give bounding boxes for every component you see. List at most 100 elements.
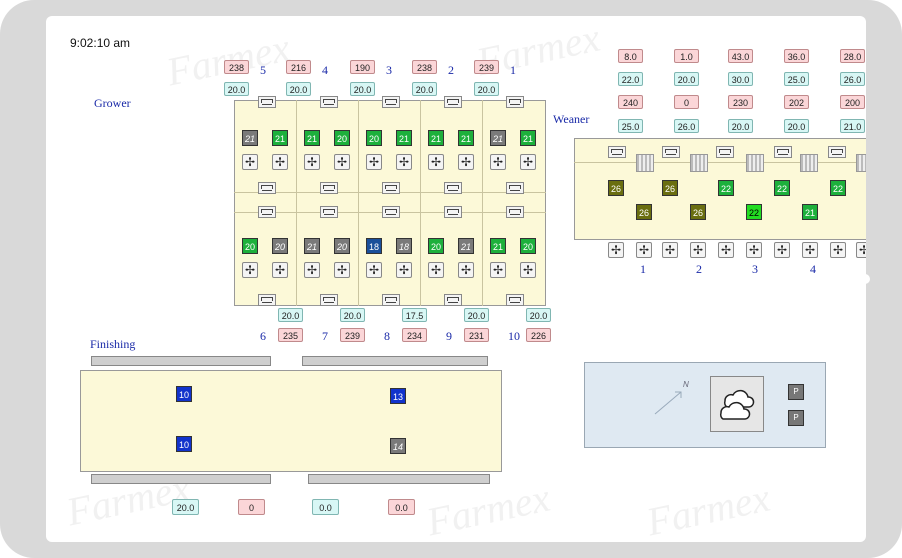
temp-sensor[interactable]: 26 (636, 204, 652, 220)
temp-sensor[interactable]: 26 (662, 180, 678, 196)
grower-cyan-value: 20.0 (278, 308, 303, 322)
fan-icon[interactable] (242, 154, 258, 170)
fan-icon[interactable] (490, 262, 506, 278)
heater-icon (800, 154, 818, 172)
fan-icon[interactable] (366, 262, 382, 278)
weather-panel (584, 362, 826, 448)
pen-divider (296, 100, 297, 306)
grower-room-number: 3 (386, 63, 392, 77)
fan-icon[interactable] (304, 262, 320, 278)
grower-room-number: 9 (446, 329, 452, 343)
fan-icon[interactable] (662, 242, 678, 258)
grower-room-number: 6 (260, 329, 266, 343)
fan-icon[interactable] (830, 242, 846, 258)
fan-icon[interactable] (746, 242, 762, 258)
temp-sensor[interactable]: 20 (520, 238, 536, 254)
finishing-value: 0.0 (312, 499, 339, 515)
finishing-value: 0 (238, 499, 265, 515)
vent-icon (828, 146, 846, 158)
fan-icon[interactable] (520, 154, 536, 170)
temp-sensor[interactable]: 20 (366, 130, 382, 146)
p-button-2[interactable]: P (788, 410, 804, 426)
fan-icon[interactable] (428, 262, 444, 278)
fan-icon[interactable] (802, 242, 818, 258)
vent-icon (444, 182, 462, 194)
temp-sensor[interactable]: 21 (304, 238, 320, 254)
temp-sensor[interactable]: 20 (242, 238, 258, 254)
temp-sensor[interactable]: 21 (458, 238, 474, 254)
grower-pink-value: 216 (286, 60, 311, 74)
fan-icon[interactable] (396, 154, 412, 170)
fan-icon[interactable] (490, 154, 506, 170)
fan-icon[interactable] (242, 262, 258, 278)
fan-icon[interactable] (636, 242, 652, 258)
fan-icon[interactable] (272, 262, 288, 278)
weaner-room-number: 2 (696, 262, 702, 276)
temp-sensor[interactable]: 22 (718, 180, 734, 196)
grower-cyan-value: 20.0 (340, 308, 365, 322)
weaner-value: 240 (618, 95, 643, 109)
temp-sensor[interactable]: 26 (690, 204, 706, 220)
vent-icon (258, 294, 276, 306)
fan-icon[interactable] (304, 154, 320, 170)
temp-sensor[interactable]: 21 (490, 238, 506, 254)
watermark: Farmex (472, 16, 604, 85)
finishing-rail (91, 474, 271, 484)
fan-icon[interactable] (774, 242, 790, 258)
vent-icon (444, 206, 462, 218)
temp-sensor[interactable]: 20 (272, 238, 288, 254)
grower-cyan-value: 20.0 (526, 308, 551, 322)
vent-icon (258, 206, 276, 218)
weaner-value: 22.0 (618, 72, 643, 86)
weaner-value: 43.0 (728, 49, 753, 63)
fan-icon[interactable] (718, 242, 734, 258)
pen-divider (358, 100, 359, 306)
temp-sensor[interactable]: 21 (242, 130, 258, 146)
temp-sensor[interactable]: 21 (428, 130, 444, 146)
temp-sensor[interactable]: 21 (490, 130, 506, 146)
temp-sensor[interactable]: 21 (802, 204, 818, 220)
fan-icon[interactable] (520, 262, 536, 278)
fan-icon[interactable] (366, 154, 382, 170)
temp-sensor[interactable]: 26 (608, 180, 624, 196)
vent-icon (382, 96, 400, 108)
temp-sensor[interactable]: 22 (746, 204, 762, 220)
fan-icon[interactable] (608, 242, 624, 258)
weather-button[interactable] (710, 376, 764, 432)
fan-icon[interactable] (690, 242, 706, 258)
temp-sensor[interactable]: 18 (396, 238, 412, 254)
temp-sensor[interactable]: 22 (830, 180, 846, 196)
temp-sensor[interactable]: 21 (396, 130, 412, 146)
temp-sensor[interactable]: 10 (176, 386, 192, 402)
temp-sensor[interactable]: 20 (334, 130, 350, 146)
temp-sensor[interactable]: 21 (272, 130, 288, 146)
vent-icon (444, 96, 462, 108)
p-button-1[interactable]: P (788, 384, 804, 400)
grower-cyan-value: 17.5 (402, 308, 427, 322)
temp-sensor[interactable]: 21 (520, 130, 536, 146)
fan-icon[interactable] (428, 154, 444, 170)
grower-pink-value: 231 (464, 328, 489, 342)
vent-icon (506, 96, 524, 108)
compass-label: N (683, 380, 689, 389)
weaner-value: 20.0 (728, 119, 753, 133)
fan-icon[interactable] (458, 262, 474, 278)
fan-icon[interactable] (334, 154, 350, 170)
fan-icon[interactable] (396, 262, 412, 278)
grower-cyan-value: 20.0 (286, 82, 311, 96)
vent-icon (320, 182, 338, 194)
temp-sensor[interactable]: 21 (304, 130, 320, 146)
temp-sensor[interactable]: 20 (428, 238, 444, 254)
fan-icon[interactable] (458, 154, 474, 170)
temp-sensor[interactable]: 22 (774, 180, 790, 196)
fan-icon[interactable] (272, 154, 288, 170)
temp-sensor[interactable]: 10 (176, 436, 192, 452)
temp-sensor[interactable]: 14 (390, 438, 406, 454)
temp-sensor[interactable]: 21 (458, 130, 474, 146)
weaner-value: 30.0 (728, 72, 753, 86)
temp-sensor[interactable]: 13 (390, 388, 406, 404)
fan-icon[interactable] (856, 242, 866, 258)
fan-icon[interactable] (334, 262, 350, 278)
temp-sensor[interactable]: 18 (366, 238, 382, 254)
temp-sensor[interactable]: 20 (334, 238, 350, 254)
